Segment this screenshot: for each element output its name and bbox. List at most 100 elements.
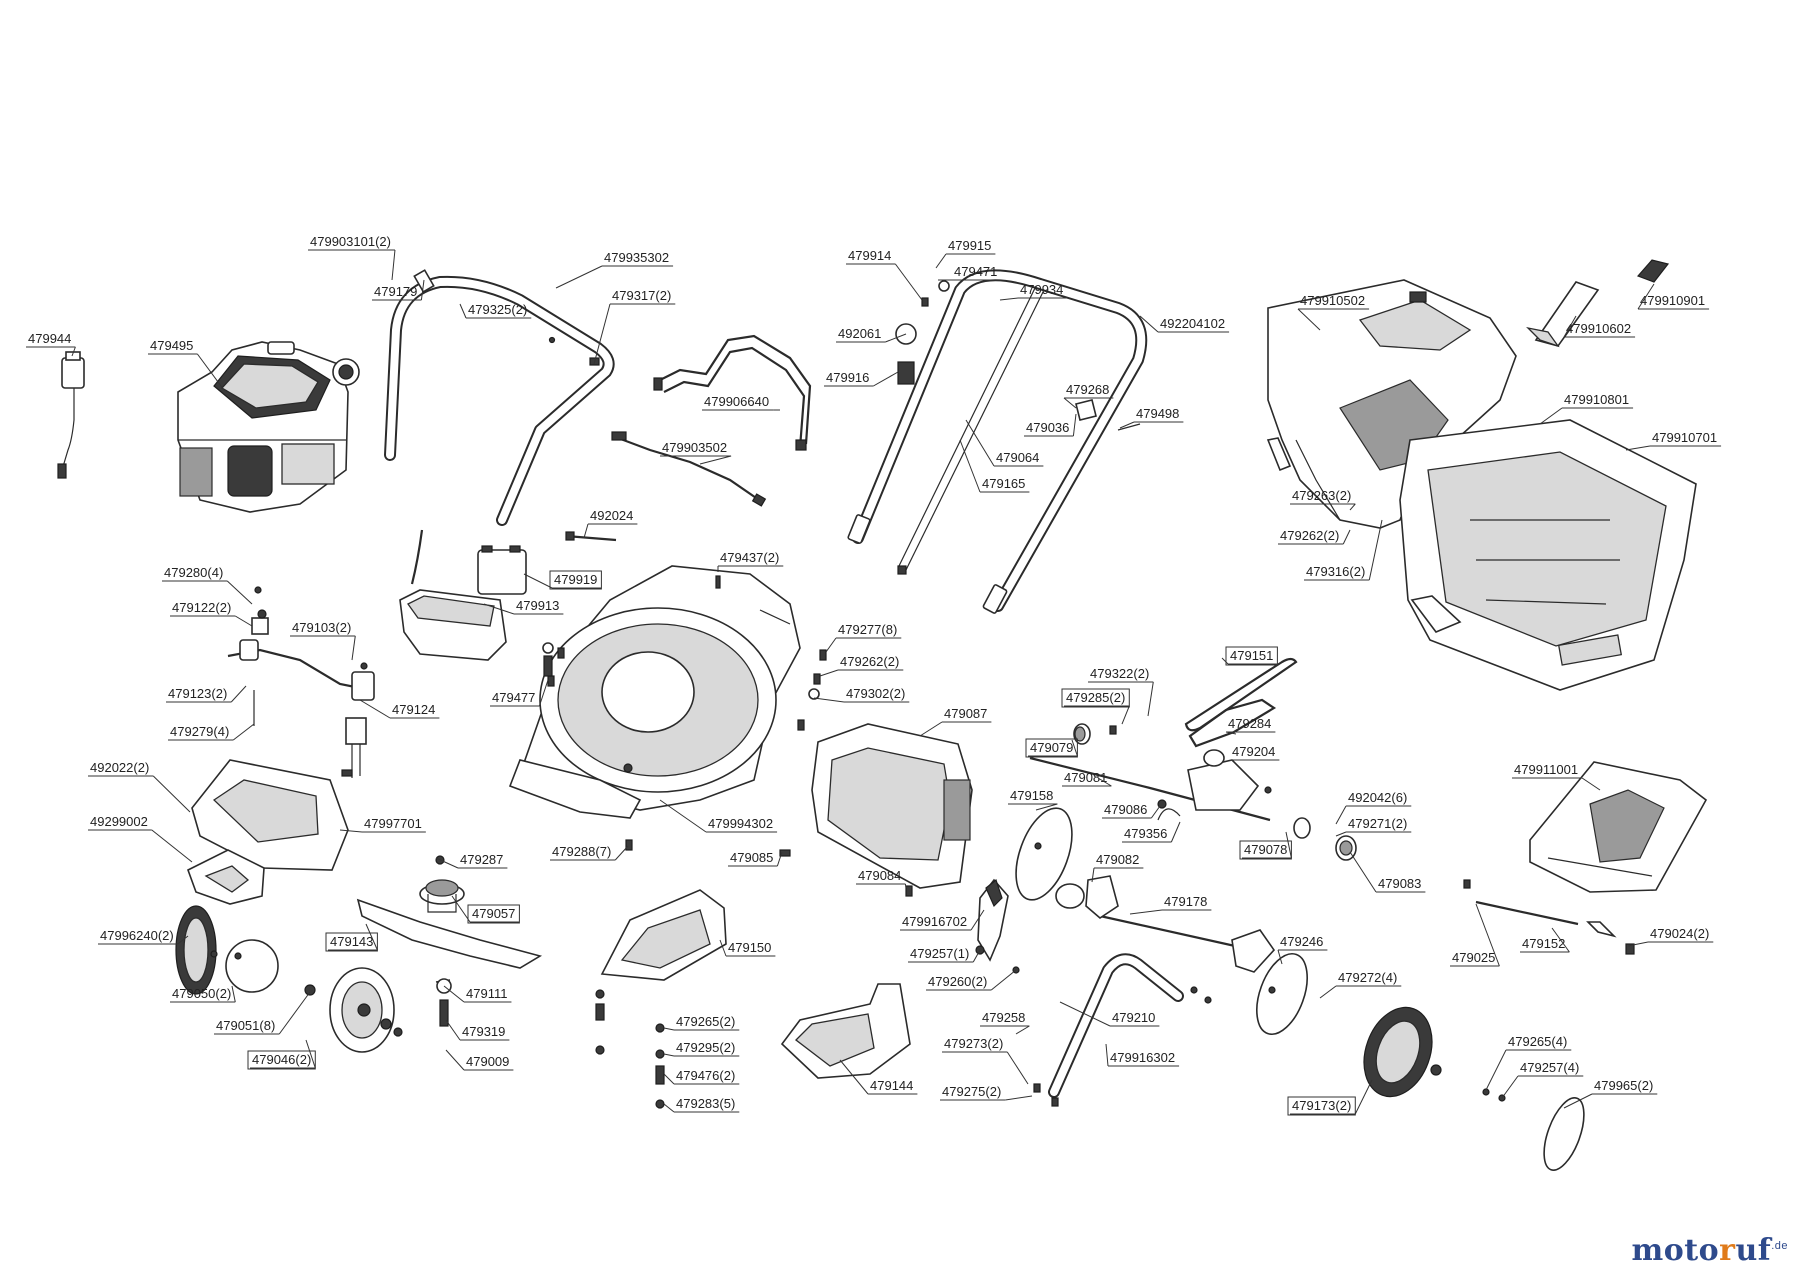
- leader-line: [1121, 705, 1130, 725]
- deck-bolts-part: [542, 575, 827, 851]
- leader-line: [659, 799, 707, 833]
- leader-line: [919, 721, 943, 737]
- leader-line: [1563, 315, 1577, 338]
- leader-line: [813, 697, 845, 703]
- leader-line: [1354, 1079, 1373, 1115]
- part-number: 479268: [1066, 382, 1109, 397]
- part-label: 479158: [1008, 788, 1058, 811]
- side-discharge-part: [780, 983, 911, 1079]
- part-label: 47996240(2): [98, 928, 189, 945]
- grass-box-body-part: [1399, 419, 1697, 691]
- part-label: 479103(2): [290, 620, 356, 661]
- part-label: 479910901: [1637, 283, 1710, 310]
- part-label: 479084: [856, 868, 907, 889]
- leader-line: [663, 1053, 675, 1057]
- part-number: 479143: [330, 934, 373, 949]
- part-label: 479944: [26, 331, 76, 357]
- part-number: 479078: [1244, 842, 1287, 857]
- leader-line: [1335, 831, 1347, 837]
- part-label: 479319: [445, 1019, 510, 1041]
- part-number: 479265(4): [1508, 1034, 1567, 1049]
- part-label: 479265(4): [1485, 1034, 1572, 1091]
- leader-line: [230, 685, 247, 703]
- mower-deck-part: [508, 565, 801, 819]
- part-number: 479064: [996, 450, 1039, 465]
- part-number: 479916702: [902, 914, 967, 929]
- hardware-stack-part: [595, 989, 665, 1109]
- leader-line: [483, 603, 515, 615]
- part-label: 479317(2): [593, 288, 676, 365]
- part-number: 479911001: [1514, 762, 1578, 777]
- leader-line: [1551, 927, 1570, 953]
- label-box: [467, 904, 520, 924]
- part-label: 479910701: [1625, 430, 1722, 451]
- leader-line: [71, 346, 76, 357]
- part-label: 479082: [1091, 852, 1144, 883]
- leader-line: [965, 419, 995, 467]
- misc-fasteners-part: [779, 849, 1635, 1107]
- part-number: 479271(2): [1348, 816, 1407, 831]
- part-number: 479204: [1232, 744, 1275, 759]
- leader-line: [1059, 1001, 1111, 1027]
- part-label: 479279(4): [168, 723, 255, 741]
- part-label: 479143: [325, 923, 378, 952]
- part-number: 479083: [1378, 876, 1421, 891]
- part-number: 479260(2): [928, 974, 987, 989]
- leader-line: [351, 635, 356, 661]
- part-label: 479057: [451, 895, 520, 924]
- part-number: 479173(2): [1292, 1098, 1351, 1113]
- part-label: 492022(2): [88, 760, 191, 813]
- part-label: 479086: [1102, 802, 1161, 819]
- part-label: 479262(2): [1278, 528, 1351, 545]
- part-number: 49299002: [90, 814, 148, 829]
- leader-line: [177, 935, 189, 945]
- leader-line: [663, 1027, 675, 1031]
- part-number: 479158: [1010, 788, 1053, 803]
- part-number: 479495: [150, 338, 193, 353]
- part-label: 479124: [359, 699, 440, 719]
- leader-line: [1170, 821, 1181, 843]
- motoruf-logo: motoruf.de: [1631, 1233, 1788, 1268]
- bowden-cable-part: [611, 431, 767, 507]
- part-number: 479057: [472, 906, 515, 921]
- leader-line: [1063, 397, 1077, 409]
- rear-chute-part: [811, 723, 973, 889]
- part-label: 479476(2): [663, 1068, 740, 1085]
- mulch-plug-part: [600, 889, 727, 981]
- part-number: 479934: [1020, 282, 1063, 297]
- part-label: 492204102: [1139, 315, 1230, 333]
- leader-line: [451, 895, 471, 923]
- part-label: 479087: [919, 706, 992, 737]
- part-number: 479265(2): [676, 1014, 735, 1029]
- drive-belt-part: [1184, 657, 1298, 732]
- part-label: 479284: [1225, 716, 1276, 735]
- part-label: 479144: [839, 1059, 918, 1095]
- part-label: 479150: [719, 939, 776, 957]
- leader-line: [196, 353, 225, 391]
- leader-line: [231, 985, 236, 1003]
- leader-line: [443, 985, 465, 1003]
- leader-line: [1277, 949, 1283, 965]
- part-label: 479911001: [1512, 762, 1601, 791]
- leader-line: [305, 1039, 316, 1069]
- leader-line: [459, 303, 467, 319]
- part-number: 479944: [28, 331, 71, 346]
- leader-line: [959, 439, 981, 493]
- part-number: 492061: [838, 326, 881, 341]
- part-number: 479283(5): [676, 1096, 735, 1111]
- part-label: 479471: [938, 264, 1002, 281]
- part-number: 492204102: [1160, 316, 1225, 331]
- part-label: 479316(2): [1304, 519, 1383, 581]
- part-number: 479356: [1124, 826, 1167, 841]
- leader-line: [1005, 1095, 1033, 1101]
- part-label: 479498: [1119, 406, 1184, 429]
- leader-line: [1349, 851, 1377, 893]
- leader-line: [152, 775, 191, 813]
- part-number: 479295(2): [676, 1040, 735, 1055]
- part-label: 479265(2): [663, 1014, 740, 1031]
- part-label: 479078: [1239, 831, 1292, 860]
- part-label: 479009: [445, 1049, 514, 1071]
- part-number: 479152: [1522, 936, 1565, 951]
- part-number: 479124: [392, 702, 435, 717]
- part-label: 492042(6): [1335, 790, 1412, 825]
